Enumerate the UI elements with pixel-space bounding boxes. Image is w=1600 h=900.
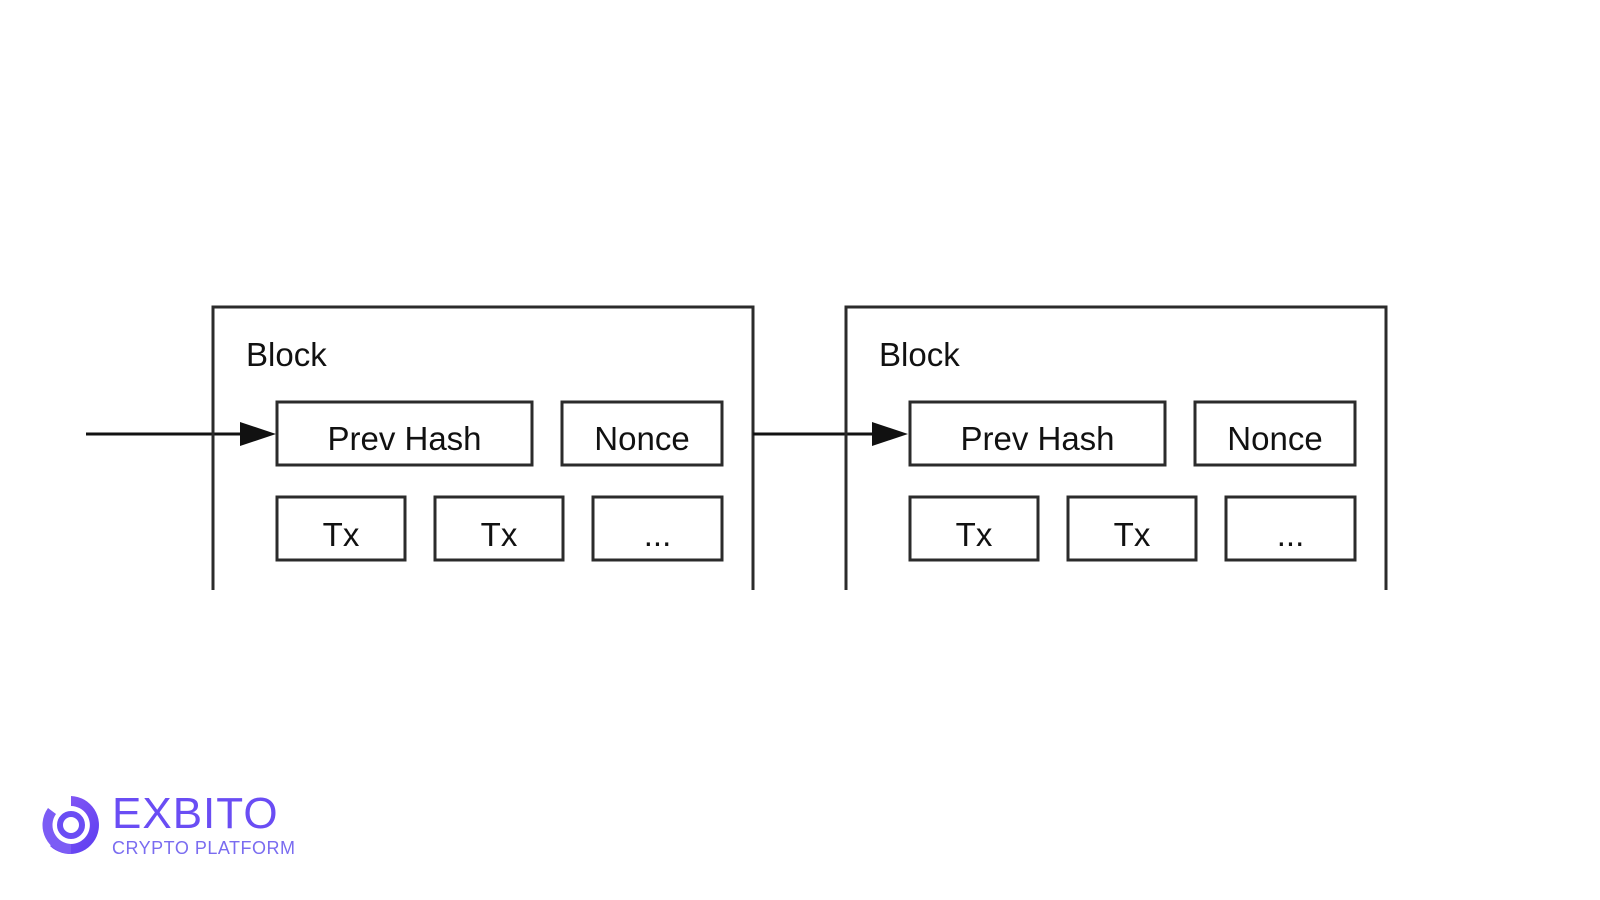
prev-hash-label: Prev Hash [960, 420, 1114, 457]
exbito-logo-icon [42, 796, 99, 854]
nonce-field [560, 400, 724, 467]
tx-label: Tx [481, 516, 518, 553]
prev-hash-field [275, 400, 534, 467]
logo-tagline: CRYPTO PLATFORM [112, 838, 296, 858]
block-frame [211, 305, 755, 590]
incoming-arrow [86, 422, 276, 446]
prev-hash-field [908, 400, 1167, 467]
tx-label: Tx [956, 516, 993, 553]
tx-field [275, 495, 407, 562]
brand-logo: EXBITO CRYPTO PLATFORM [38, 790, 296, 860]
block-title: Block [879, 336, 960, 373]
block-2: Block Prev Hash Nonce Tx Tx ... [844, 305, 1388, 590]
link-arrow [753, 422, 908, 446]
nonce-field [1193, 400, 1357, 467]
nonce-label: Nonce [1227, 420, 1322, 457]
tx-field [433, 495, 565, 562]
tx-label: Tx [323, 516, 360, 553]
block-frame [844, 305, 1388, 590]
logo-name: EXBITO [112, 789, 279, 838]
tx-field [1066, 495, 1198, 562]
tx-field [908, 495, 1040, 562]
prev-hash-label: Prev Hash [327, 420, 481, 457]
block-1: Block Prev Hash Nonce Tx Tx ... [211, 305, 755, 590]
ellipsis-field [591, 495, 724, 562]
nonce-label: Nonce [594, 420, 689, 457]
tx-label: Tx [1114, 516, 1151, 553]
ellipsis-label: ... [1277, 516, 1305, 553]
ellipsis-label: ... [644, 516, 672, 553]
ellipsis-field [1224, 495, 1357, 562]
block-title: Block [246, 336, 327, 373]
